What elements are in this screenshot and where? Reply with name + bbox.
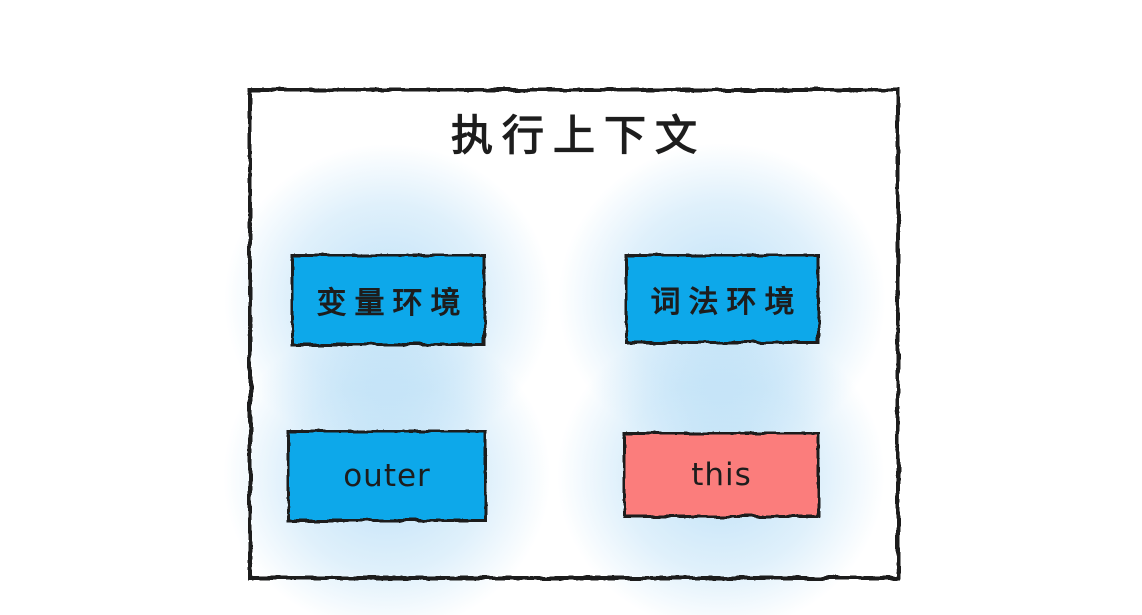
box-outer-label: outer — [343, 458, 431, 494]
box-variable-environment: 变量环境 — [291, 254, 486, 346]
box-this-label: this — [691, 457, 752, 493]
box-variable-environment-label: 变量环境 — [316, 286, 469, 321]
box-outer: outer — [287, 430, 487, 522]
diagram-title: 执行上下文 — [450, 111, 706, 160]
execution-context-frame: 执行上下文 变量环境 词法环境 outer this — [177, 88, 932, 615]
box-lexical-environment: 词法环境 — [625, 254, 820, 344]
box-lexical-environment-label: 词法环境 — [650, 285, 803, 320]
box-this: this — [623, 432, 820, 518]
